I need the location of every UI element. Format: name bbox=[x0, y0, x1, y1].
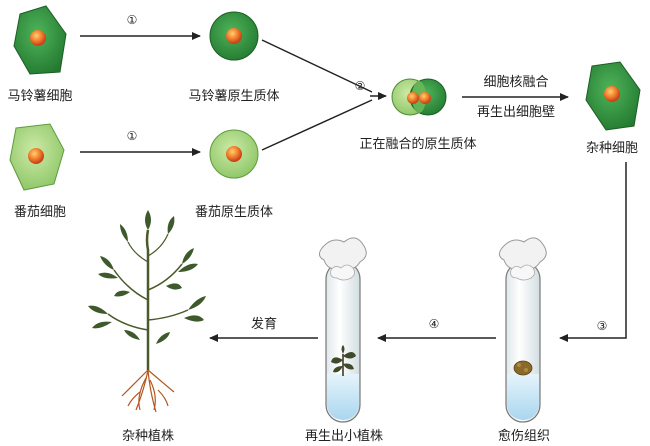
arrow-step2-upper bbox=[261, 39, 373, 93]
label-potato-cell: 马铃薯细胞 bbox=[7, 89, 72, 104]
label-callus: 愈伤组织 bbox=[498, 429, 550, 444]
label-tomato-cell: 番茄细胞 bbox=[14, 205, 66, 220]
nucleus-icon bbox=[419, 92, 431, 104]
step2-marker: ② bbox=[355, 79, 366, 93]
potato-cell bbox=[13, 5, 67, 75]
tomato-cell bbox=[9, 123, 65, 191]
label-potato-protoplast: 马铃薯原生质体 bbox=[188, 89, 279, 104]
label-develop: 发育 bbox=[251, 316, 277, 332]
callus-test-tube bbox=[498, 237, 547, 423]
tomato-protoplast bbox=[209, 129, 259, 179]
plantlet-icon bbox=[331, 345, 356, 376]
step1-bottom-marker: ① bbox=[127, 129, 138, 143]
arrow-step3 bbox=[559, 162, 627, 342]
label-tomato-protoplast: 番茄原生质体 bbox=[195, 205, 273, 220]
cotton-plug-icon bbox=[498, 237, 547, 270]
nucleus-icon bbox=[407, 92, 419, 104]
label-nucleus-fusion: 细胞核融合 bbox=[483, 75, 548, 90]
nucleus-icon bbox=[604, 86, 620, 102]
nucleus-icon bbox=[226, 28, 242, 44]
label-hybrid-cell: 杂种细胞 bbox=[586, 141, 638, 156]
label-fusing-protoplast: 正在融合的原生质体 bbox=[359, 136, 476, 152]
nucleus-icon bbox=[28, 148, 44, 164]
label-cell-wall-regen: 再生出细胞壁 bbox=[477, 105, 555, 120]
step3-marker: ③ bbox=[597, 319, 608, 333]
step4-marker: ④ bbox=[429, 317, 440, 331]
callus-tissue-icon bbox=[513, 360, 533, 376]
hybrid-plant-icon bbox=[88, 210, 206, 413]
fusing-protoplast bbox=[391, 78, 447, 116]
hybrid-cell bbox=[585, 61, 641, 131]
label-hybrid-plant: 杂种植株 bbox=[122, 429, 174, 444]
nucleus-icon bbox=[226, 146, 242, 162]
potato-protoplast bbox=[209, 11, 259, 61]
step1-top-marker: ① bbox=[127, 13, 138, 27]
arrow-step2-lower bbox=[261, 99, 373, 151]
cotton-plug-icon bbox=[318, 237, 367, 270]
nucleus-icon bbox=[30, 30, 46, 46]
label-regenerated-plantlet: 再生出小植株 bbox=[305, 429, 383, 444]
plantlet-test-tube bbox=[318, 237, 367, 423]
